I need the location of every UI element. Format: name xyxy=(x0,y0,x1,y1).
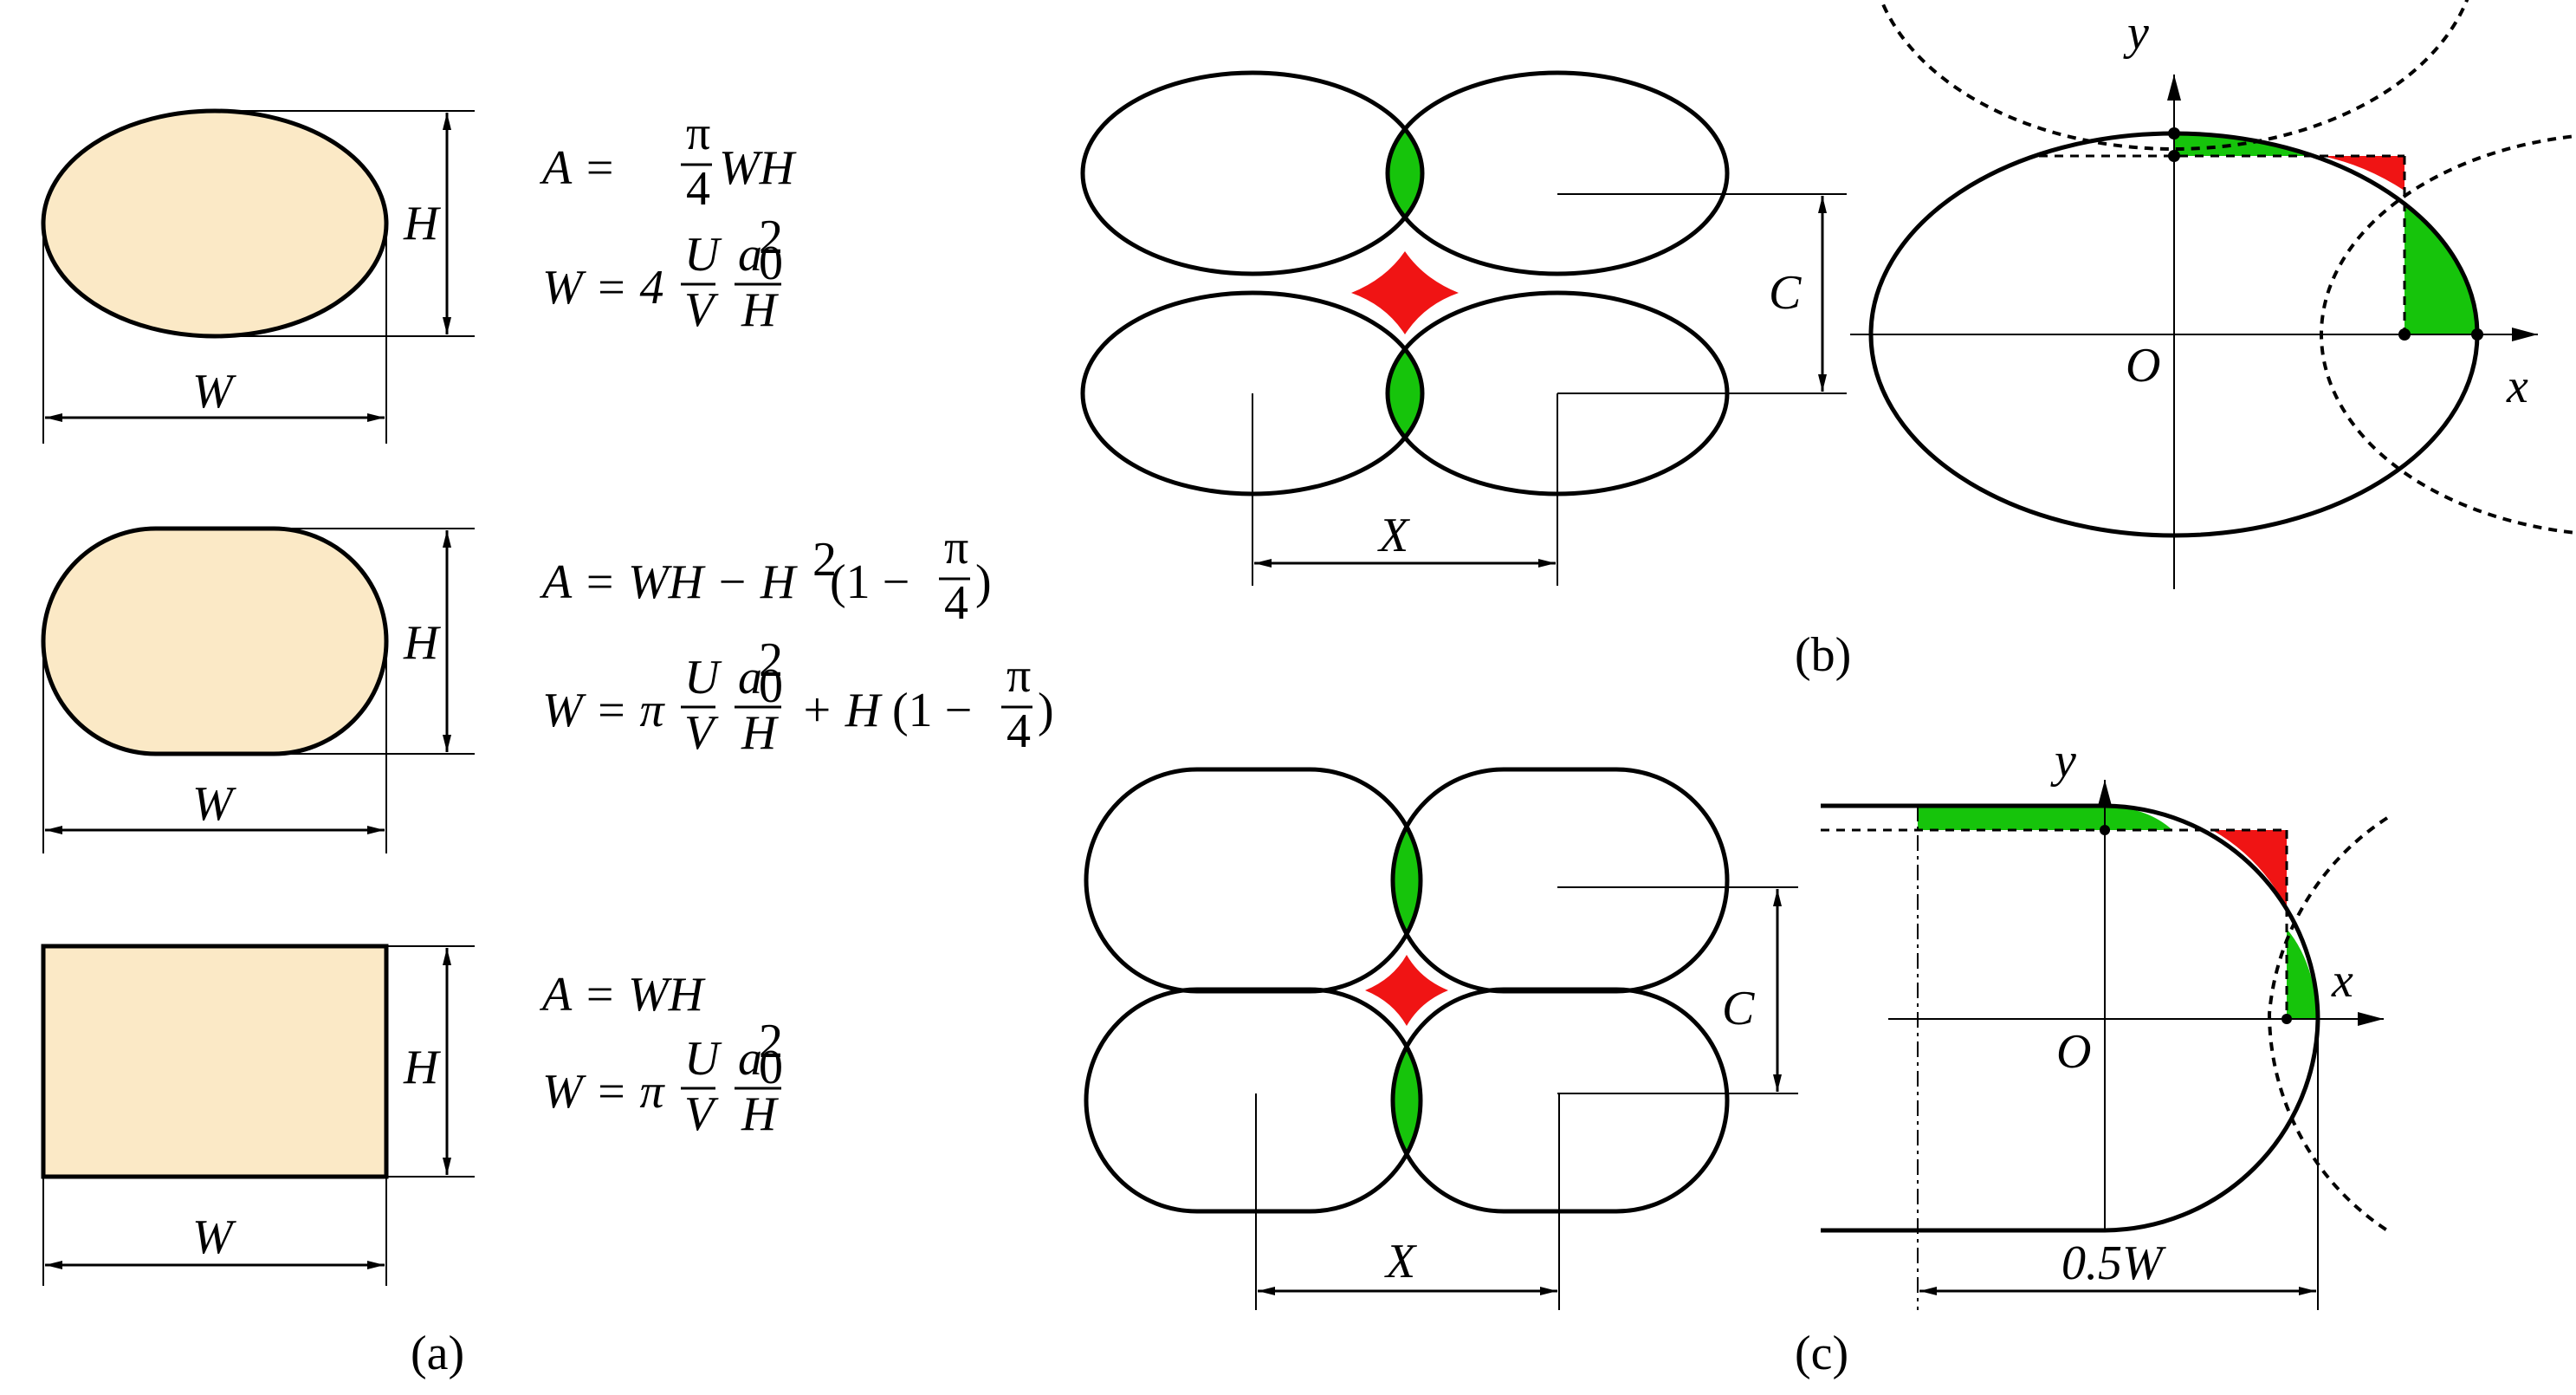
c-red-corner xyxy=(2212,830,2287,908)
c-neighbour-arc xyxy=(2267,816,2389,1232)
stadium-area-lhs: A = WH − H xyxy=(539,555,798,609)
ellipse-width-lhs: W = 4 xyxy=(542,261,663,315)
rect-width-u: U xyxy=(684,1032,722,1086)
ellipse-2 xyxy=(1385,70,1730,276)
stadium-equations: A = WH − H 2 (1 − π 4 ) W = π U V a 2 0 … xyxy=(539,521,1054,760)
caption-a: (a) xyxy=(411,1327,464,1380)
c-green-right xyxy=(2287,929,2318,1019)
stadium-width-num: π xyxy=(1006,649,1031,703)
rectangle-shape-group: H W xyxy=(41,944,475,1286)
stadium-width-a: a xyxy=(738,651,762,704)
ellipse-shape xyxy=(41,108,389,339)
stadium-1 xyxy=(1084,767,1423,994)
ellipse-area-num: π xyxy=(686,107,710,160)
c-green-top xyxy=(1918,806,2172,830)
c-x-label: x xyxy=(2331,954,2353,1008)
b-O-label: O xyxy=(2126,339,2160,393)
rectangle-equations: A = WH W = π U V a 2 0 H xyxy=(539,968,783,1141)
stadium-width-lhs: W = π xyxy=(542,684,665,737)
c-C-label: C xyxy=(1722,982,1755,1035)
ellipse-width-a-sup: 2 xyxy=(759,211,783,264)
b-dot-2 xyxy=(2168,150,2180,162)
rect-width-h: H xyxy=(741,1087,779,1141)
ellipse-width-h: H xyxy=(741,283,779,337)
stadium-shape-group: H W xyxy=(41,526,475,853)
c-gap-center xyxy=(1365,955,1448,1026)
stadium-width-den: 4 xyxy=(1006,704,1031,758)
stadium-2 xyxy=(1390,767,1730,994)
stadium-width-v: V xyxy=(684,706,719,760)
stadium-width-u: U xyxy=(684,651,722,704)
stadium-area-open: (1 − xyxy=(830,555,909,609)
rect-area-text: A = WH xyxy=(539,968,706,1022)
stadium-4 xyxy=(1390,987,1730,1214)
b-y-label: y xyxy=(2123,6,2149,60)
rect-width-a-sup: 2 xyxy=(759,1015,783,1068)
rectangle-shape xyxy=(41,944,389,1179)
panel-a: H W A = π 4 WH W = 4 U V a 2 0 H xyxy=(41,107,1054,1380)
rect-width-lhs: W = π xyxy=(542,1065,665,1119)
stadium-width-h: H xyxy=(741,706,779,760)
b-dot-4 xyxy=(2471,328,2483,341)
c-overlap-left xyxy=(1086,989,1421,991)
b-red-corner xyxy=(2321,156,2404,191)
ellipse-width-v: V xyxy=(684,283,719,337)
ellipse-W-label: W xyxy=(192,365,236,418)
c-dot-2 xyxy=(2282,1014,2292,1024)
stadium-area-sup: 2 xyxy=(812,533,837,587)
C-label: C xyxy=(1769,266,1802,320)
c-halfW-label: 0.5W xyxy=(2061,1236,2166,1290)
stadium-3 xyxy=(1084,987,1423,1214)
c-X-label: X xyxy=(1384,1235,1418,1288)
gap-center xyxy=(1351,251,1459,334)
ellipse-1 xyxy=(1080,70,1425,276)
b-x-label: x xyxy=(2506,360,2528,413)
ellipse-H-label: H xyxy=(403,197,441,250)
stadium-H-label: H xyxy=(403,616,441,670)
stadium-area-den: 4 xyxy=(944,576,968,630)
rect-W-label: W xyxy=(192,1210,236,1264)
stadium-area-num: π xyxy=(944,521,968,574)
stadium-area-close: ) xyxy=(975,555,992,609)
X-label: X xyxy=(1377,509,1411,562)
ellipse-area-lhs: A = xyxy=(539,141,616,195)
ellipse-shape-group: H W xyxy=(41,108,475,444)
b-dot-1 xyxy=(2168,127,2180,140)
ellipse-width-u: U xyxy=(684,228,722,282)
stadium-width-plus: + H xyxy=(800,684,883,737)
stadium-width-a-sub: 0 xyxy=(759,659,783,713)
panel-b-ellipse-array: C X xyxy=(1080,70,1847,586)
c-O-label: O xyxy=(2056,1025,2091,1079)
ellipse-area-den: 4 xyxy=(686,162,710,216)
c-y-label: y xyxy=(2050,734,2076,788)
stadium-width-open: (1 − xyxy=(892,684,972,737)
stadium-width-close: ) xyxy=(1038,684,1054,737)
ellipse-equations: A = π 4 WH W = 4 U V a 2 0 H xyxy=(539,107,797,337)
stadium-shape xyxy=(41,526,389,756)
panel-c-stadium-array: C X xyxy=(1084,767,1798,1310)
b-dot-3 xyxy=(2398,328,2411,341)
panel-c-stadium-detail: y x O 0.5W (c) xyxy=(1795,734,2389,1380)
rect-width-a: a xyxy=(738,1032,762,1086)
rect-H-label: H xyxy=(403,1041,441,1094)
ellipse-width-a-sub: 0 xyxy=(759,237,783,290)
panel-b-ellipse-detail: y x O (b) xyxy=(1795,0,2576,682)
c-overlap-top xyxy=(1393,769,1421,991)
ellipse-area-rhs: WH xyxy=(719,141,797,195)
ellipse-width-a: a xyxy=(738,228,762,282)
stadium-width-a-sup: 2 xyxy=(759,633,783,687)
rect-width-v: V xyxy=(684,1087,719,1141)
caption-c: (c) xyxy=(1795,1327,1848,1380)
caption-b: (b) xyxy=(1795,628,1851,682)
c-dot-1 xyxy=(2100,825,2110,835)
stadium-W-label: W xyxy=(192,777,236,831)
rect-width-a-sub: 0 xyxy=(759,1041,783,1094)
